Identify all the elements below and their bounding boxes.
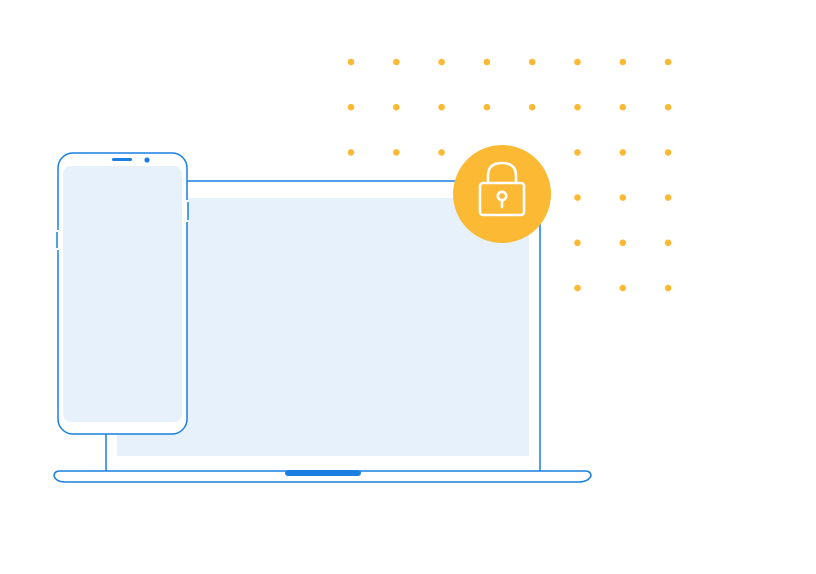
grid-dot xyxy=(619,58,627,66)
grid-dot xyxy=(619,284,627,292)
grid-dot xyxy=(574,284,581,292)
phone-speaker xyxy=(112,158,132,161)
grid-dot xyxy=(438,58,445,66)
grid-dot xyxy=(574,103,581,111)
grid-dot xyxy=(438,103,445,111)
grid-dot xyxy=(528,58,536,66)
grid-dot xyxy=(393,58,400,66)
grid-dot xyxy=(483,103,491,111)
padlock-badge xyxy=(453,145,551,243)
padlock-icon xyxy=(478,161,526,217)
grid-dot xyxy=(664,284,672,292)
grid-dot xyxy=(619,149,627,156)
grid-dot xyxy=(393,103,400,111)
phone-camera xyxy=(144,157,150,163)
grid-dot xyxy=(664,239,672,247)
grid-dot xyxy=(347,149,355,156)
grid-dot xyxy=(619,239,627,247)
grid-dot xyxy=(574,239,581,247)
grid-dot xyxy=(528,103,536,111)
grid-dot xyxy=(574,194,581,201)
laptop-notch xyxy=(285,470,361,476)
grid-dot xyxy=(664,194,672,201)
grid-dot xyxy=(574,58,581,66)
grid-dot xyxy=(574,149,581,156)
smartphone-icon xyxy=(56,152,189,435)
grid-dot xyxy=(619,194,627,201)
grid-dot xyxy=(438,149,445,156)
padlock-badge-circle xyxy=(453,145,551,243)
grid-dot xyxy=(664,149,672,156)
grid-dot xyxy=(393,149,400,156)
laptop-base xyxy=(53,470,592,483)
grid-dot xyxy=(664,103,672,111)
grid-dot xyxy=(483,58,491,66)
dot-grid xyxy=(347,58,672,292)
grid-dot xyxy=(347,103,355,111)
grid-dot xyxy=(664,58,672,66)
phone-screen xyxy=(63,166,182,422)
grid-dot xyxy=(619,103,627,111)
grid-dot xyxy=(347,58,355,66)
